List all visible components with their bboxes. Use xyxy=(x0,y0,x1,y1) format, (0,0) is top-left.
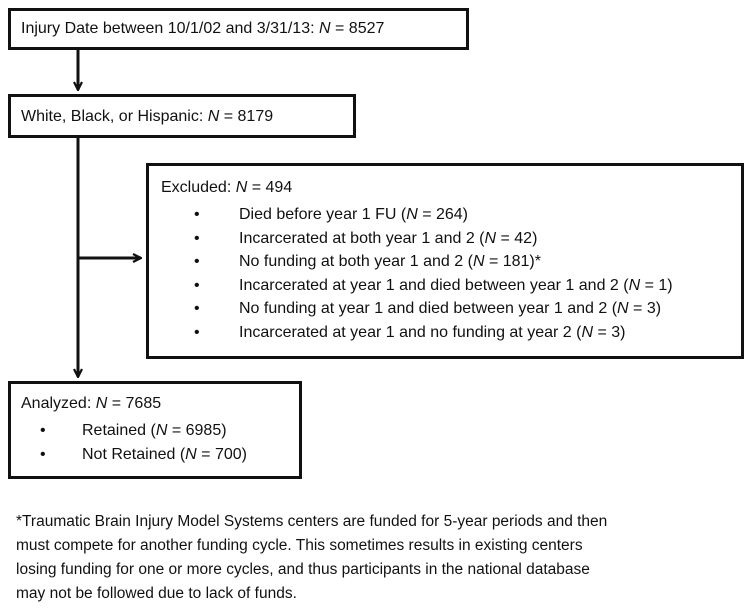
analyzed-groups-list: Retained (N = 6985) Not Retained (N = 70… xyxy=(21,419,299,466)
excluded-label: Excluded: xyxy=(161,179,236,196)
analyzed-group-item: Retained (N = 6985) xyxy=(21,419,299,443)
excluded-reason-item: No funding at year 1 and died between ye… xyxy=(161,297,741,321)
excluded-reason-item: Incarcerated at year 1 and died between … xyxy=(161,274,741,298)
analyzed-count: = 7685 xyxy=(107,395,162,412)
race-ethnicity-label: White, Black, or Hispanic: xyxy=(21,108,208,125)
analyzed-label: Analyzed: xyxy=(21,395,96,412)
excluded-box: Excluded: N = 494 Died before year 1 FU … xyxy=(146,163,744,359)
excluded-heading: Excluded: N = 494 xyxy=(161,178,741,198)
injury-date-count: = 8527 xyxy=(330,20,385,37)
footnote: *Traumatic Brain Injury Model Systems ce… xyxy=(16,510,746,606)
excluded-reason-item: Died before year 1 FU (N = 264) xyxy=(161,203,741,227)
excluded-reason-item: Incarcerated at both year 1 and 2 (N = 4… xyxy=(161,227,741,251)
n-symbol: N xyxy=(207,108,220,125)
footnote-line: *Traumatic Brain Injury Model Systems ce… xyxy=(16,513,608,530)
excluded-reasons-list: Died before year 1 FU (N = 264) Incarcer… xyxy=(161,203,741,345)
injury-date-box: Injury Date between 10/1/02 and 3/31/13:… xyxy=(8,8,469,50)
footnote-line: must compete for another funding cycle. … xyxy=(16,537,583,554)
race-ethnicity-count: = 8179 xyxy=(219,108,274,125)
excluded-reason-item: No funding at both year 1 and 2 (N = 181… xyxy=(161,250,741,274)
analyzed-group-item: Not Retained (N = 700) xyxy=(21,443,299,467)
n-symbol: N xyxy=(235,179,248,196)
race-ethnicity-text: White, Black, or Hispanic: N = 8179 xyxy=(21,107,353,127)
n-symbol: N xyxy=(319,20,331,37)
footnote-line: losing funding for one or more cycles, a… xyxy=(16,561,590,578)
injury-date-label: Injury Date between 10/1/02 and 3/31/13: xyxy=(21,20,319,37)
analyzed-heading: Analyzed: N = 7685 xyxy=(21,394,299,414)
excluded-reason-item: Incarcerated at year 1 and no funding at… xyxy=(161,321,741,345)
analyzed-box: Analyzed: N = 7685 Retained (N = 6985) N… xyxy=(8,381,302,479)
injury-date-text: Injury Date between 10/1/02 and 3/31/13:… xyxy=(21,19,466,39)
n-symbol: N xyxy=(95,395,108,412)
excluded-count: = 494 xyxy=(247,179,293,196)
footnote-line: may not be followed due to lack of funds… xyxy=(16,585,297,602)
race-ethnicity-box: White, Black, or Hispanic: N = 8179 xyxy=(8,94,356,138)
